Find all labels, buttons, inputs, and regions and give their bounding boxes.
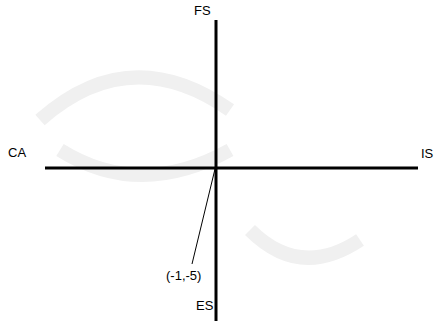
leader-line (192, 169, 215, 264)
point-label: (-1,-5) (166, 269, 201, 283)
vertical-axis (215, 296, 218, 321)
watermark-stroke (250, 230, 360, 258)
horizontal-axis (45, 167, 418, 170)
axis-label: FS (194, 4, 211, 18)
axis-label: IS (421, 147, 433, 161)
axis-label: CA (8, 146, 26, 160)
axis-label: ES (196, 299, 213, 313)
vertical-axis (215, 20, 218, 296)
watermark-stroke (60, 150, 230, 175)
watermark-stroke (40, 77, 230, 120)
